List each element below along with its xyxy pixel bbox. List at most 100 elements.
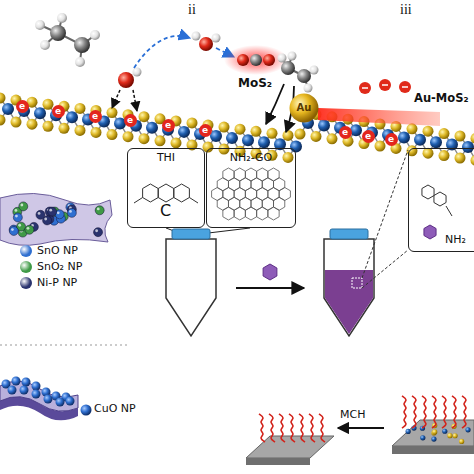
hydrogen-atom [192,32,201,41]
graphene-ring [268,207,279,220]
probe-strand [269,414,275,442]
box-title: NH₂ [445,233,466,246]
sulfur-atom [283,152,294,163]
bond-line [282,56,314,88]
divider-line [0,344,130,345]
oxygen-atom [263,54,275,66]
sulfur-atom [155,135,166,146]
molybdenum-atom [210,130,222,142]
graphene-sheet [0,193,112,245]
probe-strand [452,396,456,428]
carbon-atom [281,61,295,75]
sulfur-atom [327,133,338,144]
probe-strand [462,396,466,428]
panel-label: iii [400,2,412,17]
electron-symbol: e [199,124,212,137]
molybdenum-atom [34,107,46,119]
molybdenum-atom [462,141,474,153]
red-glow [224,45,288,75]
sulfur-atom [139,133,150,144]
graphene-ring [257,207,268,220]
nanoparticle-sphere [19,202,28,211]
nanoparticle-sphere [32,382,41,391]
sphere-highlight [49,209,52,212]
sulfur-atom [251,126,262,137]
surface-particle [431,436,436,441]
process-arrow [236,287,304,289]
ring-structure [143,184,159,202]
sulfur-atom [455,153,466,164]
carbon-atom [250,54,262,66]
surface-particle [459,439,464,444]
probe-strand [422,396,426,428]
dashed-arrow [134,36,190,68]
minus-sign [362,87,368,89]
ring-structure [174,184,190,202]
hydrogen-atom [310,66,319,75]
nanoparticle-sphere [66,397,75,406]
probe-strand [259,414,265,442]
electron-symbol: e [124,114,137,127]
nanoparticle-sphere [8,386,17,395]
surface-particle [452,433,457,438]
zoom-box: NH₂ [408,148,474,252]
graphene-ring [223,207,234,220]
nanoparticle-sphere [48,207,57,216]
molybdenum-atom [290,140,302,152]
ring-structure [158,184,174,202]
probe-strand [412,396,416,428]
sulfur-atom [439,128,450,139]
carbon-atom [50,25,66,41]
panel-label: ii [188,2,196,17]
nanoparticle-sphere [44,395,53,404]
sulfur-atom [295,129,306,140]
sulfur-atom [171,137,182,148]
molybdenum-atom [318,119,330,131]
probe-strand [299,414,305,442]
sulfur-atom [455,131,466,142]
probe-strand [402,396,406,428]
sulfur-atom [123,131,134,142]
hydrogen-atom [212,34,221,43]
sphere-highlight [27,227,30,230]
dashed-arrow [112,90,120,108]
structure-box: NH₂-GO [206,148,296,228]
legend-label: SnO NP [37,244,78,257]
legend-swatch [20,277,32,289]
sphere-highlight [97,207,100,210]
sphere-highlight [38,212,41,215]
sulfur-atom [375,141,386,152]
electron-symbol: e [89,110,102,123]
bond-line [446,206,452,216]
nanoparticle-sphere [81,405,92,416]
hydrogen-atom [90,30,100,40]
sphere-highlight [57,211,60,214]
surface-particle [465,427,470,432]
sulfur-atom [471,133,474,144]
carbon-atom [297,69,311,83]
panel-label: C [160,202,171,220]
sulfur-atom [423,148,434,159]
molybdenum-atom [350,124,362,136]
molybdenum-atom [66,111,78,123]
sulfur-atom [267,128,278,139]
surface-particle [432,429,437,434]
molybdenum-atom [146,122,158,134]
generated-art [2,168,471,444]
tube-solution [325,270,373,334]
zoom-marker [352,278,362,288]
molybdenum-atom [414,134,426,146]
minus-sign [382,84,388,86]
sulfur-atom [219,122,230,133]
electron-symbol: e [385,133,398,146]
sulfur-atom [423,126,434,137]
target-hexagon [424,225,436,239]
nanoparticle-sphere [9,226,18,235]
probe-strand [279,414,285,442]
surface-particle [406,429,411,434]
electron-symbol: e [16,100,29,113]
charge-band [318,108,440,126]
sulfur-atom [139,111,150,122]
